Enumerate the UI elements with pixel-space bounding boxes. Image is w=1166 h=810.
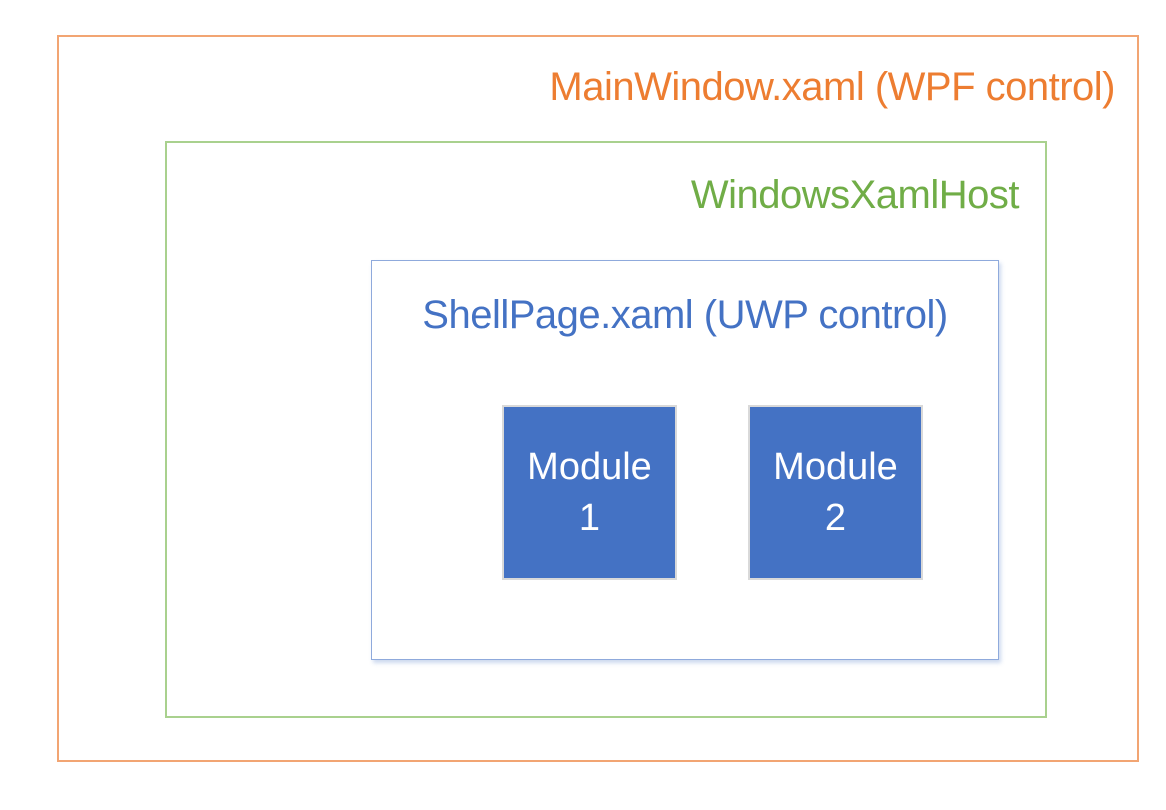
- windowsxamlhost-label: WindowsXamlHost: [690, 173, 1020, 217]
- module-1-label-line2: 1: [578, 496, 601, 539]
- module-1-box: Module 1: [502, 405, 677, 580]
- shellpage-uwp-box: ShellPage.xaml (UWP control) Module 1 Mo…: [371, 260, 999, 660]
- module-2-box: Module 2: [748, 405, 923, 580]
- mainwindow-wpf-box: MainWindow.xaml (WPF control) WindowsXam…: [57, 35, 1139, 762]
- mainwindow-wpf-label: MainWindow.xaml (WPF control): [549, 65, 1115, 109]
- module-2-label-line1: Module: [773, 445, 898, 488]
- shellpage-uwp-label: ShellPage.xaml (UWP control): [422, 293, 948, 337]
- windowsxamlhost-box: WindowsXamlHost ShellPage.xaml (UWP cont…: [165, 141, 1047, 718]
- module-1-label-line1: Module: [527, 445, 652, 488]
- module-2-label-line2: 2: [824, 496, 847, 539]
